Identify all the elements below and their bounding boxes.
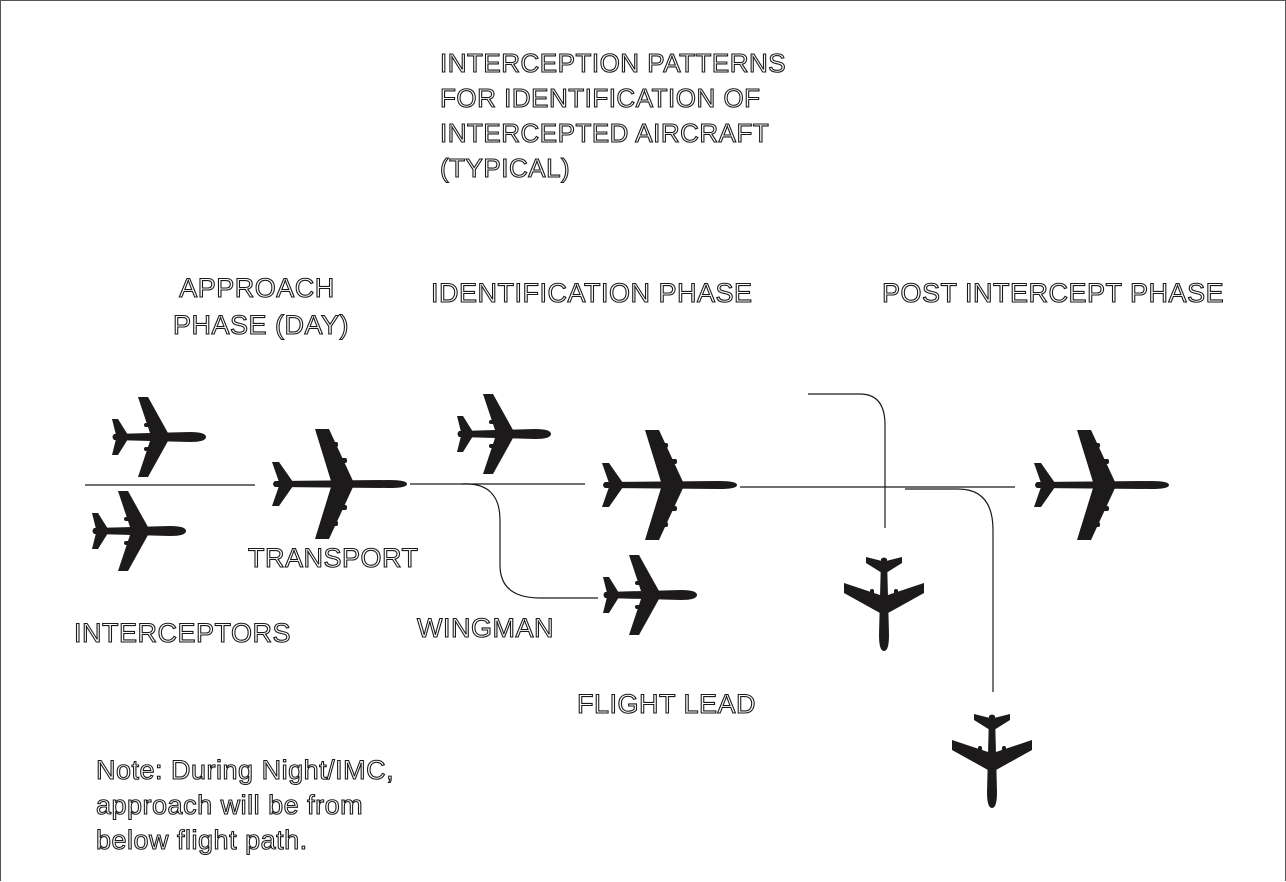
title-line: INTERCEPTED AIRCRAFT: [440, 118, 769, 148]
fighter-jet-icon: [92, 491, 186, 571]
phase-line: PHASE (DAY): [173, 310, 349, 340]
airliner-icon: [272, 429, 407, 539]
approach-phase-heading: APPROACH PHASE (DAY): [173, 273, 349, 340]
diagram-title: INTERCEPTION PATTERNS FOR IDENTIFICATION…: [440, 48, 794, 183]
fighter-jet-icon: [112, 397, 206, 477]
note-line: Note: During Night/IMC,: [96, 755, 394, 785]
transport-label: TRANSPORT: [248, 543, 419, 573]
identification-phase-heading: IDENTIFICATION PHASE: [431, 278, 753, 308]
note-line: approach will be from: [96, 790, 363, 820]
night-imc-note: Note: During Night/IMC, approach will be…: [96, 755, 402, 855]
fighter-jet-icon: [457, 394, 551, 474]
airliner-icon: [1034, 430, 1169, 540]
wingman-path: [462, 484, 598, 598]
wingman-label: WINGMAN: [417, 613, 554, 643]
fighter-jet-icon: [844, 557, 924, 651]
phase-line: APPROACH: [179, 273, 335, 303]
fighter-jet-icon: [603, 555, 697, 635]
breakaway-path: [808, 394, 885, 528]
post-intercept-phase-heading: POST INTERCEPT PHASE: [882, 278, 1224, 308]
airliner-icon: [602, 430, 737, 540]
flight-lead-label: FLIGHT LEAD: [577, 689, 756, 719]
interceptors-label: INTERCEPTORS: [74, 618, 291, 648]
title-line: (TYPICAL): [440, 153, 570, 183]
aircraft-group: [92, 394, 1169, 808]
title-line: INTERCEPTION PATTERNS: [440, 48, 786, 78]
title-line: FOR IDENTIFICATION OF: [440, 83, 761, 113]
fighter-jet-icon: [952, 714, 1032, 808]
note-line: below flight path.: [96, 825, 308, 855]
